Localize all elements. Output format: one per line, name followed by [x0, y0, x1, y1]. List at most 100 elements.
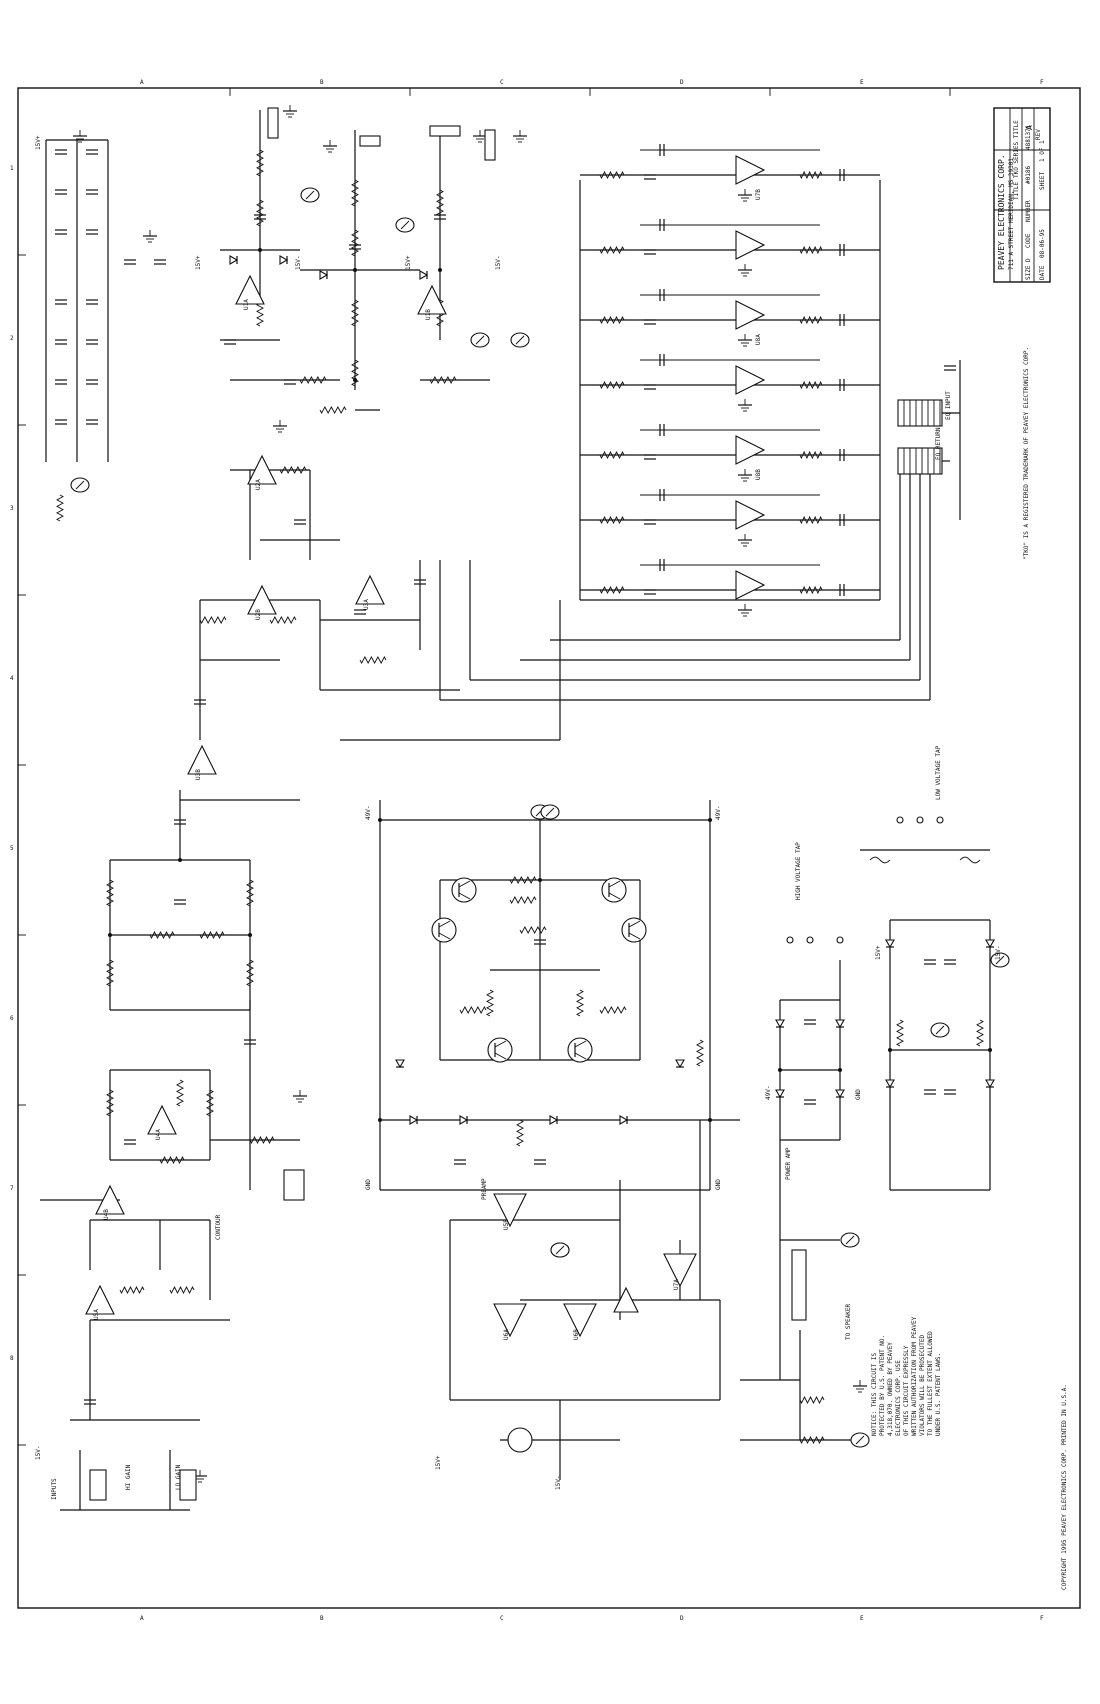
resistor-zigzag	[896, 1019, 904, 1047]
sheet-value: 1 OF 1	[1039, 140, 1046, 162]
op-amp-label: U3A	[363, 599, 370, 610]
capacitor	[454, 1159, 466, 1165]
diode-body	[229, 255, 239, 265]
diode	[775, 1089, 785, 1099]
diode	[279, 255, 289, 265]
patent-line: PROTECTED BY U.S. PATENT NO.	[879, 1335, 886, 1436]
resistor-zigzag	[159, 1155, 185, 1165]
resistor	[799, 315, 823, 325]
ground-symbol	[738, 334, 752, 347]
resistor	[359, 656, 387, 664]
diode-body	[409, 1115, 419, 1125]
terminal	[916, 816, 924, 824]
capacitor	[944, 959, 956, 965]
diode	[409, 1115, 419, 1125]
diode-body	[319, 270, 329, 280]
capacitor	[924, 1089, 936, 1095]
op-amp-body	[563, 1303, 597, 1338]
capacitor	[839, 379, 845, 391]
ground-symbol	[513, 130, 527, 143]
op-amp	[493, 1303, 527, 1338]
chassis-ground-symbol	[540, 804, 560, 820]
capacitor	[434, 214, 446, 220]
date-label: DATE	[1039, 265, 1046, 280]
chassis-mark	[935, 1025, 945, 1035]
resistor	[599, 170, 625, 180]
decoupling-capacitor	[55, 419, 67, 425]
junction-dot	[778, 1068, 782, 1072]
junction-dot	[888, 1048, 892, 1052]
chassis-mark	[475, 335, 485, 345]
resistor-zigzag	[436, 189, 444, 217]
low-voltage-tap-label: LOW VOLTAGE TAP	[935, 745, 942, 800]
resistor-zigzag	[299, 376, 327, 384]
resistor	[799, 170, 823, 180]
resistor	[459, 1006, 487, 1014]
capacitor	[644, 454, 656, 460]
capacitor	[804, 1099, 816, 1105]
diode	[619, 1115, 629, 1125]
chassis-mark	[75, 480, 85, 490]
op-amp	[417, 284, 447, 315]
resistor-zigzag	[206, 1089, 214, 1117]
chassis-ground-symbol	[395, 217, 415, 233]
decoupling-capacitor	[86, 379, 98, 385]
op-amp	[735, 500, 766, 530]
resistor	[56, 494, 64, 522]
op-amp-body	[247, 584, 277, 615]
number-label: NUMBER	[1025, 200, 1032, 222]
chassis-ground-symbol	[300, 187, 320, 203]
trademark-note: "TKO" IS A REGISTERED TRADEMARK OF PEAVE…	[1023, 347, 1030, 560]
resistor	[269, 616, 297, 624]
ground-symbol	[738, 264, 752, 277]
resistor-zigzag	[599, 315, 625, 325]
size-label: SIZE	[1025, 265, 1032, 280]
resistor-zigzag	[359, 656, 387, 664]
decoupling-capacitor	[55, 379, 67, 385]
transistor-body	[601, 877, 627, 903]
transistor-emitter	[608, 892, 621, 900]
diode-body	[835, 1089, 845, 1099]
resistor-zigzag	[279, 466, 307, 474]
chassis-mark	[995, 955, 1005, 965]
capacitor	[534, 939, 546, 945]
resistor	[256, 149, 264, 177]
resistor	[246, 879, 254, 907]
resistor	[106, 959, 114, 987]
diode-body	[885, 939, 895, 949]
diode	[835, 1019, 845, 1029]
resistor-zigzag	[269, 616, 297, 624]
resistor-zigzag	[256, 199, 264, 227]
fuse	[869, 856, 891, 864]
drawing-frame	[17, 87, 1081, 1609]
transistor-emitter	[438, 932, 451, 940]
op-amp-body	[147, 1104, 177, 1135]
resistor-zigzag	[149, 930, 175, 940]
resistor-zigzag	[599, 1006, 627, 1014]
patent-line: NOTICE: THIS CIRCUIT IS	[871, 1353, 878, 1436]
op-amp	[95, 1184, 125, 1215]
transistor-emitter	[574, 1052, 587, 1060]
resistor	[799, 585, 823, 595]
terminal	[806, 936, 814, 944]
capacitor	[174, 819, 186, 825]
op-amp	[735, 570, 766, 600]
op-amp-label: U1B	[425, 309, 432, 320]
resistor	[351, 229, 359, 257]
resistor	[486, 989, 494, 1017]
op-amp-body	[735, 570, 766, 600]
preamp-section	[199, 110, 490, 740]
decoupling-capacitor	[86, 229, 98, 235]
junction-dot	[988, 1048, 992, 1052]
edge-letter: F	[1040, 1615, 1044, 1622]
diode	[395, 1059, 405, 1069]
power-amp-label: POWER AMP	[785, 1147, 792, 1180]
resistor-zigzag	[459, 1006, 487, 1014]
supply-rail-label: 49V-	[765, 1086, 772, 1100]
resistor-zigzag	[576, 989, 584, 1017]
op-amp-label: U1A	[243, 299, 250, 310]
op-amp-label: U4B	[103, 1209, 110, 1220]
capacitor	[659, 144, 665, 156]
edge-number: 8	[10, 1355, 14, 1362]
transistor-body	[567, 1037, 593, 1063]
